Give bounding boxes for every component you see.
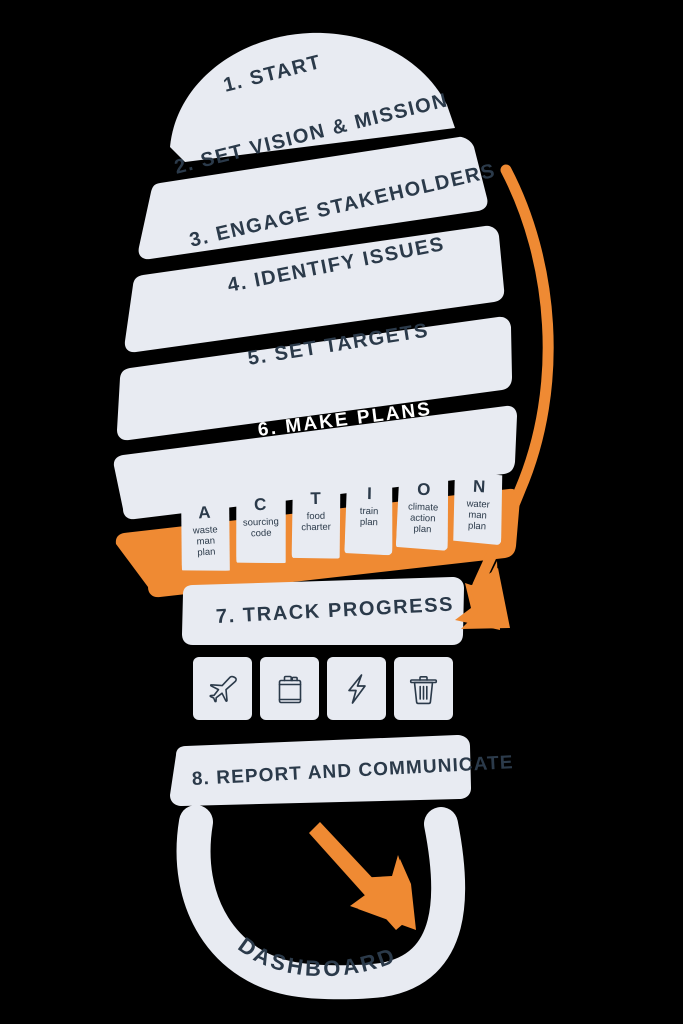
step-band-2[interactable] — [138, 136, 488, 260]
action-letter: A — [197, 502, 211, 523]
step-band-4[interactable] — [117, 316, 512, 441]
action-desc: waste man plan — [192, 524, 218, 559]
action-letter: N — [472, 476, 486, 497]
action-letter: O — [416, 479, 431, 500]
action-desc: climate action plan — [407, 501, 439, 536]
action-card-o[interactable]: O climate action plan — [396, 474, 451, 551]
step-band-1[interactable] — [170, 32, 455, 163]
step-band-5[interactable] — [113, 405, 518, 520]
step-band-3[interactable] — [124, 225, 505, 353]
feedback-arrow-right-shaft — [472, 164, 554, 591]
heel-arc[interactable] — [176, 805, 466, 1000]
step-band-7[interactable] — [182, 577, 464, 645]
action-letter: I — [366, 483, 372, 504]
action-card-n[interactable]: N water man plan — [451, 471, 505, 546]
action-letter: T — [310, 488, 321, 509]
action-card-c[interactable]: C sourcing code — [234, 489, 289, 565]
tracking-card-energy[interactable] — [327, 657, 386, 720]
action-desc: food charter — [301, 510, 331, 534]
feedback-arrow-right-head2 — [461, 568, 510, 629]
step-band-8[interactable] — [170, 735, 471, 806]
action-desc: sourcing code — [242, 516, 279, 540]
tracking-card-travel[interactable] — [193, 657, 252, 720]
tracking-card-waste[interactable] — [394, 657, 453, 720]
action-letter: C — [253, 494, 267, 515]
tracking-icon-row — [193, 657, 455, 723]
action-card-t[interactable]: T food charter — [290, 484, 341, 560]
airplane-icon — [208, 675, 237, 702]
action-desc: water man plan — [466, 498, 491, 533]
dashboard-arrow-head2 — [358, 859, 416, 930]
action-desc: train plan — [359, 505, 379, 529]
fuel-can-icon — [278, 675, 301, 703]
trash-bin-icon — [409, 675, 438, 704]
action-acronym-row: A waste man plan C sourcing code T food … — [178, 472, 502, 572]
lightning-icon — [347, 673, 366, 704]
action-card-i[interactable]: I train plan — [344, 479, 393, 556]
action-card-a[interactable]: A waste man plan — [178, 497, 233, 574]
tracking-card-fuel[interactable] — [260, 657, 319, 720]
